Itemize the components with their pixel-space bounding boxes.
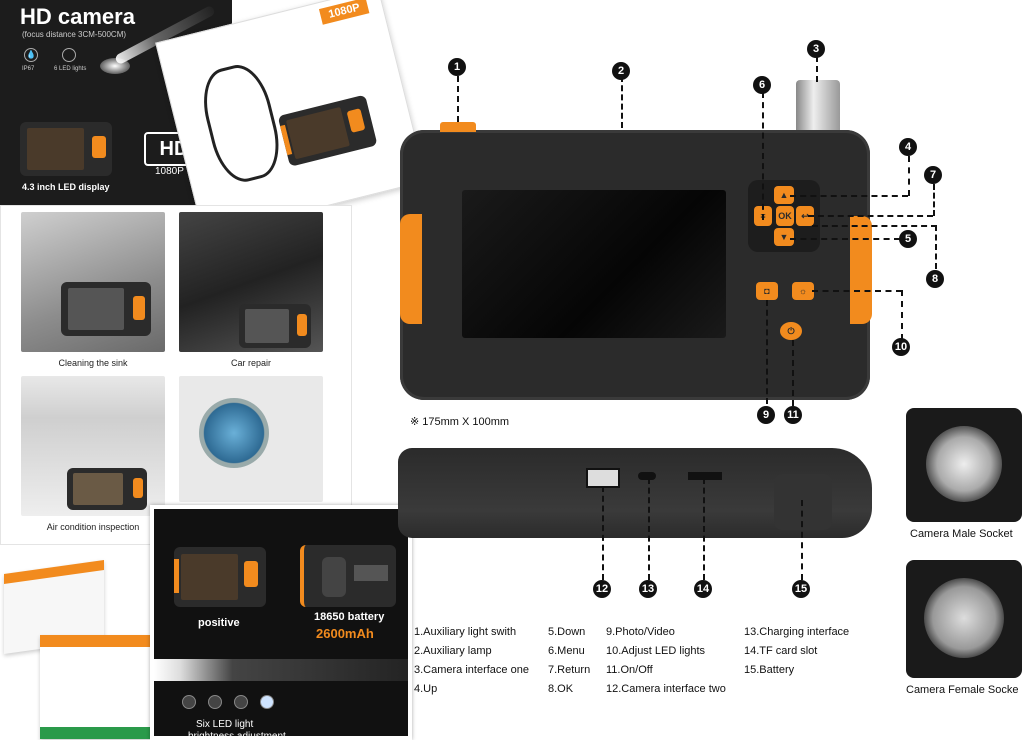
sink-photo <box>21 212 165 352</box>
led-lights-label: 6 LED lights <box>54 66 87 72</box>
device-front-image <box>174 547 266 607</box>
callout-1: 1 <box>448 58 466 76</box>
led-lights-icon <box>62 48 76 62</box>
legend-item: 6.Menu <box>548 645 585 657</box>
callout-8: 8 <box>926 270 944 288</box>
led-brightness-icons <box>182 695 274 709</box>
washing-machine-photo <box>179 376 323 502</box>
callout-5: 5 <box>899 230 917 248</box>
car-photo <box>179 212 323 352</box>
legend-item: 11.On/Off <box>606 664 653 676</box>
legend-item: 10.Adjust LED lights <box>606 645 706 657</box>
callout-10: 10 <box>892 338 910 356</box>
led-caption-2: brightness adjustment <box>188 731 286 740</box>
callout-15: 15 <box>792 580 810 598</box>
right-grip <box>850 216 872 324</box>
product-tag: 1080P <box>319 0 370 25</box>
male-socket-image <box>906 408 1022 522</box>
callout-2: 2 <box>612 62 630 80</box>
ip67-icon: 💧 <box>24 48 38 62</box>
screen <box>462 190 726 338</box>
photo-video-button[interactable]: ◘ <box>756 282 778 300</box>
battery-back-image <box>300 545 396 607</box>
legend-item: 4.Up <box>414 683 438 695</box>
callout-11: 11 <box>784 406 802 424</box>
callout-4: 4 <box>899 138 917 156</box>
up-button[interactable]: ▲ <box>774 186 794 204</box>
air-condition-photo <box>21 376 165 516</box>
battery-cover <box>774 474 832 530</box>
led-caption: Six LED light <box>196 719 254 730</box>
female-socket-label: Camera Female Socke <box>906 684 1019 696</box>
focus-distance-text: (focus distance 3CM-500CM) <box>22 30 127 39</box>
device-image <box>277 94 378 167</box>
legend-item: 14.TF card slot <box>744 645 818 657</box>
callout-14: 14 <box>694 580 712 598</box>
dimensions-text: ※ 175mm X 100mm <box>410 416 510 428</box>
device-side <box>398 448 872 538</box>
legend-item: 13.Charging interface <box>744 626 850 638</box>
battery-label: 18650 battery <box>314 611 385 623</box>
positive-label: positive <box>198 617 240 629</box>
callout-3: 3 <box>807 40 825 58</box>
return-button[interactable]: ↩ <box>796 206 814 226</box>
battery-panel: positive 18650 battery 2600mAh Six LED l… <box>150 505 412 740</box>
callout-7: 7 <box>924 166 942 184</box>
legend-item: 8.OK <box>548 683 574 695</box>
usb-port <box>586 468 620 488</box>
legend-item: 9.Photo/Video <box>606 626 675 638</box>
scene-caption: Cleaning the sink <box>58 358 128 368</box>
callout-13: 13 <box>639 580 657 598</box>
ok-button[interactable]: OK <box>776 206 794 226</box>
legend-item: 12.Camera interface two <box>606 683 726 695</box>
legend-item: 7.Return <box>548 664 591 676</box>
left-grip <box>400 214 422 324</box>
callout-6: 6 <box>753 76 771 94</box>
scene-caption: Car repair <box>230 358 271 368</box>
auxiliary-light-switch[interactable] <box>440 122 476 132</box>
scenes-panel: Cleaning the sink Car repair Air conditi… <box>0 205 352 545</box>
display-caption: 4.3 inch LED display <box>22 182 110 192</box>
callout-9: 9 <box>757 406 775 424</box>
cable-coil <box>195 59 288 188</box>
device-front: ▲ ▼ ≡ OK ↩ ◘ ☼ ⏻ <box>400 130 870 400</box>
legend-item: 2.Auxiliary lamp <box>414 645 492 657</box>
legend-item: 1.Auxiliary light swith <box>414 626 517 638</box>
legend-item: 15.Battery <box>744 664 795 676</box>
tf-card-slot <box>688 472 722 480</box>
charging-port <box>638 472 656 480</box>
led-glow <box>100 58 130 74</box>
female-socket-image <box>906 560 1022 678</box>
down-button[interactable]: ▼ <box>774 228 794 246</box>
camera-connector <box>796 80 840 130</box>
probe-light-image <box>154 659 408 681</box>
hd-camera-title: HD camera <box>20 4 135 29</box>
device-image <box>20 122 112 176</box>
box-photo <box>0 545 160 740</box>
adjust-led-button[interactable]: ☼ <box>792 282 814 300</box>
battery-capacity: 2600mAh <box>316 626 374 641</box>
resolution-text: 1080P <box>155 166 184 177</box>
scene-caption: Air condition inspection <box>46 522 140 532</box>
male-socket-label: Camera Male Socket <box>910 528 1013 540</box>
callout-12: 12 <box>593 580 611 598</box>
product-photo-card: 1080P <box>155 0 427 237</box>
legend-item: 3.Camera interface one <box>414 664 529 676</box>
power-button[interactable]: ⏻ <box>780 322 802 340</box>
legend-item: 5.Down <box>548 626 586 638</box>
ip67-label: IP67 <box>22 66 35 72</box>
